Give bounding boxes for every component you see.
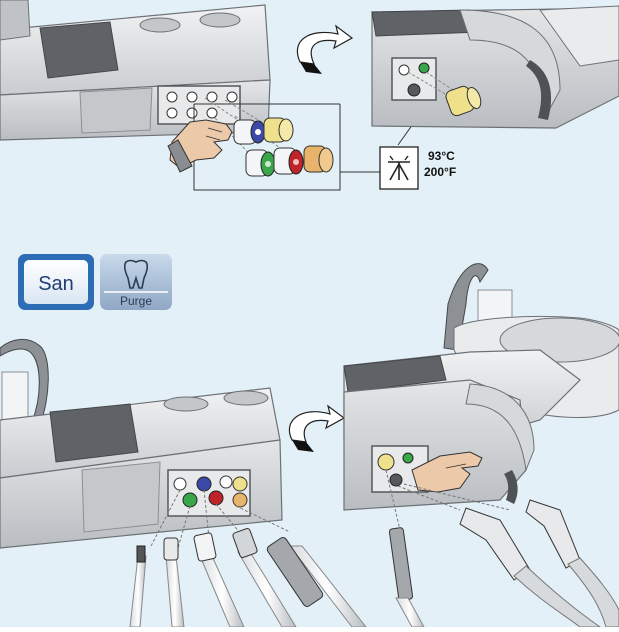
temperature-celsius: 93°C [428, 149, 455, 163]
purge-button[interactable]: Purge [100, 254, 172, 310]
top-left-unit [0, 0, 270, 140]
san-button-label: San [38, 273, 74, 295]
coupler-red [274, 148, 303, 174]
rotate-arrow-icon-bottom [289, 406, 344, 452]
coupler-orange [304, 146, 333, 172]
rotate-arrow-icon [297, 26, 352, 74]
coupler-yellow [264, 118, 293, 142]
coupler-white-blue [234, 120, 265, 144]
instrument-hoses-left [130, 528, 366, 627]
bottom-right-unit [344, 264, 619, 510]
coupler-green [246, 150, 275, 176]
purge-button-label: Purge [120, 294, 152, 308]
thermo-disinfection-box: 93°C 200°F [380, 147, 456, 189]
temperature-fahrenheit: 200°F [424, 165, 456, 179]
bottom-left-unit [0, 339, 282, 548]
san-button[interactable]: San [18, 254, 94, 310]
instrument-hoses-right [389, 500, 619, 627]
top-right-unit [372, 6, 619, 128]
